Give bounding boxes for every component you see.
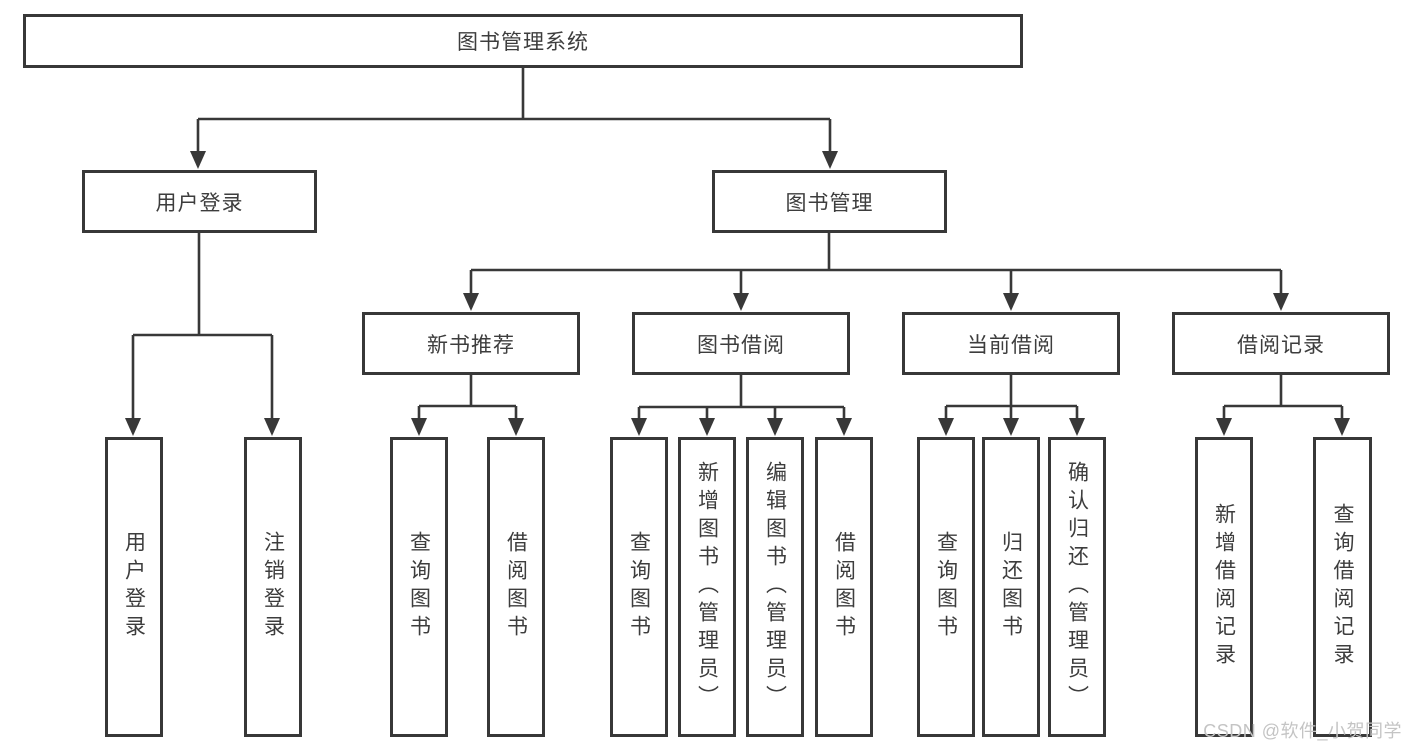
node-book-borrow-label: 图书借阅 [697, 333, 785, 357]
node-user-login-label: 用户登录 [155, 191, 244, 215]
leaf-logout-label: 注销登录 [261, 531, 285, 643]
arrowhead [1003, 418, 1019, 436]
arrowhead [836, 418, 852, 436]
leaf-query-books-current-label: 查询图书 [934, 531, 958, 643]
leaf-confirm-return-admin-label: 确认归还（管理员） [1065, 461, 1089, 713]
node-user-login: 用户登录 [82, 170, 317, 233]
node-root: 图书管理系统 [23, 14, 1023, 68]
arrowhead [411, 418, 427, 436]
leaf-query-books-current: 查询图书 [917, 437, 975, 737]
leaf-edit-books-admin: 编辑图书（管理员） [746, 437, 804, 737]
connector-new-book-recommend-children [417, 375, 518, 422]
arrowhead [463, 293, 479, 311]
leaf-edit-books-admin-label: 编辑图书（管理员） [763, 461, 787, 713]
leaf-borrow-books-label: 借阅图书 [832, 531, 856, 643]
leaf-borrow-books-recommend: 借阅图书 [487, 437, 545, 737]
arrowhead [125, 418, 141, 436]
node-borrow-records-label: 借阅记录 [1237, 333, 1325, 357]
leaf-borrow-books: 借阅图书 [815, 437, 873, 737]
leaf-query-books-recommend-label: 查询图书 [407, 531, 431, 643]
arrowhead [699, 418, 715, 436]
leaf-return-books-label: 归还图书 [999, 531, 1023, 643]
arrowhead [264, 418, 280, 436]
node-root-label: 图书管理系统 [457, 31, 589, 54]
leaf-add-borrow-record: 新增借阅记录 [1195, 437, 1253, 737]
leaf-user-login-label: 用户登录 [122, 531, 146, 643]
connector-root-to-level2 [196, 68, 832, 155]
connector-borrow-records-children [1222, 375, 1344, 422]
node-new-book-recommend-label: 新书推荐 [427, 333, 515, 357]
connector-book-management-children [469, 233, 1283, 297]
arrowhead [733, 293, 749, 311]
connector-user-login-children [131, 233, 274, 422]
arrowhead [631, 418, 647, 436]
node-new-book-recommend: 新书推荐 [362, 312, 580, 375]
connector-current-borrow-children [944, 375, 1079, 422]
node-book-borrow: 图书借阅 [632, 312, 850, 375]
arrowhead [1216, 418, 1232, 436]
leaf-query-books-borrow: 查询图书 [610, 437, 668, 737]
arrowhead [1273, 293, 1289, 311]
watermark: CSDN @软件_小贺同学 [1203, 721, 1402, 741]
leaf-user-login: 用户登录 [105, 437, 163, 737]
arrowhead [1334, 418, 1350, 436]
arrowhead [938, 418, 954, 436]
leaf-query-borrow-record-label: 查询借阅记录 [1331, 503, 1354, 671]
leaf-borrow-books-recommend-label: 借阅图书 [504, 531, 528, 643]
leaf-logout: 注销登录 [244, 437, 302, 737]
node-book-management-label: 图书管理 [785, 191, 874, 215]
arrowhead [1003, 293, 1019, 311]
arrowhead [822, 151, 838, 169]
arrowhead [190, 151, 206, 169]
node-borrow-records: 借阅记录 [1172, 312, 1390, 375]
node-current-borrow: 当前借阅 [902, 312, 1120, 375]
arrowhead [767, 418, 783, 436]
leaf-add-books-admin: 新增图书（管理员） [678, 437, 736, 737]
arrowhead [508, 418, 524, 436]
leaf-query-books-recommend: 查询图书 [390, 437, 448, 737]
arrowhead [1069, 418, 1085, 436]
leaf-add-books-admin-label: 新增图书（管理员） [695, 461, 719, 713]
node-current-borrow-label: 当前借阅 [967, 333, 1055, 357]
leaf-add-borrow-record-label: 新增借阅记录 [1212, 503, 1236, 671]
node-book-management: 图书管理 [712, 170, 947, 233]
connector-book-borrow-children [637, 375, 846, 422]
leaf-return-books: 归还图书 [982, 437, 1040, 737]
leaf-confirm-return-admin: 确认归还（管理员） [1048, 437, 1106, 737]
leaf-query-books-borrow-label: 查询图书 [627, 531, 651, 643]
leaf-query-borrow-record: 查询借阅记录 [1313, 437, 1372, 737]
